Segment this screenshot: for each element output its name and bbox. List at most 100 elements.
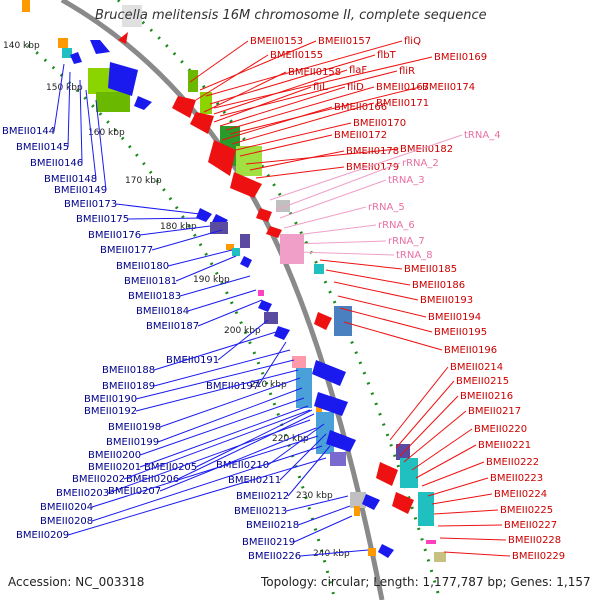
forward-label-connector	[297, 505, 351, 526]
reverse-gene-label: BMEII0169	[434, 52, 487, 63]
forward-gene-label: BMEII0202	[72, 474, 125, 485]
forward-gene-label: BMEII0149	[54, 185, 107, 196]
reverse-label-connector	[213, 86, 312, 123]
reverse-label-connector	[255, 166, 345, 179]
forward-gene-label: BMEII0145	[16, 142, 69, 153]
reverse-label-connector	[333, 281, 419, 301]
reverse-label-connector	[249, 150, 345, 171]
rna-gene-label: tRNA_3	[388, 175, 425, 186]
forward-label-layer: BMEII0144BMEII0145BMEII0146BMEII0148BMEI…	[2, 63, 369, 562]
genome-stats-text: Topology: circular; Length: 1,177,787 bp…	[261, 575, 591, 589]
forward-label-connector	[91, 445, 323, 522]
reverse-label-connector	[231, 102, 375, 145]
reverse-label-connector	[189, 40, 249, 83]
kbp-marker-label: 180 kbp	[160, 222, 197, 232]
feature-block	[434, 552, 446, 562]
kbp-marker-label: 220 kbp	[272, 434, 309, 444]
forward-gene-arrow	[134, 96, 152, 110]
kbp-marker-label: 200 kbp	[224, 326, 261, 336]
feature-block	[122, 5, 142, 27]
forward-gene-label: BMEII0191	[166, 355, 219, 366]
feature-block	[368, 548, 376, 556]
kbp-marker-label: 190 kbp	[193, 275, 230, 285]
feature-block	[200, 92, 212, 114]
forward-gene-label: BMEII0208	[40, 516, 93, 527]
reverse-gene-label: fliQ	[404, 36, 421, 47]
forward-label-connector	[139, 225, 211, 236]
reverse-gene-label: BMEII0186	[412, 280, 465, 291]
forward-label-connector	[299, 549, 369, 557]
reverse-label-connector	[219, 70, 398, 117]
kbp-marker-label: 210 kbp	[250, 380, 287, 390]
feature-block	[188, 70, 198, 92]
forward-label-connector	[195, 409, 313, 468]
reverse-gene-label: BMEII0174	[422, 82, 475, 93]
feature-block	[22, 0, 30, 12]
forward-label-connector	[267, 423, 325, 466]
forward-gene-arrow	[314, 392, 348, 416]
rna-gene-label: rRNA_2	[402, 158, 439, 169]
rna-gene-label: rRNA_5	[368, 202, 405, 213]
inner-tick-track	[27, 43, 337, 601]
forward-gene-label: BMEII0199	[106, 437, 159, 448]
reverse-gene-label: BMEII0193	[420, 295, 473, 306]
kbp-marker-label: 170 kbp	[125, 176, 162, 186]
kbp-marker-label: 140 kbp	[3, 41, 40, 51]
reverse-label-connector	[411, 428, 473, 471]
accession-text: Accession: NC_003318	[8, 575, 145, 589]
reverse-gene-label: BMEII0222	[486, 457, 539, 468]
feature-block	[232, 248, 240, 256]
reverse-gene-label: BMEII0217	[468, 406, 521, 417]
forward-gene-arrow	[326, 430, 356, 452]
forward-label-connector	[159, 427, 317, 492]
map-title: Brucella melitensis 16M chromosome II, c…	[95, 8, 487, 23]
feature-block	[258, 290, 264, 296]
reverse-gene-arrow	[392, 492, 414, 514]
kbp-marker-label: 160 kbp	[88, 128, 125, 138]
reverse-label-connector	[203, 71, 287, 113]
feature-block	[396, 444, 410, 460]
forward-gene-label: BMEII0226	[248, 551, 301, 562]
reverse-gene-label: BMEII0216	[460, 391, 513, 402]
forward-gene-label: BMEII0198	[108, 422, 161, 433]
forward-label-connector	[139, 397, 305, 456]
forward-label-connector	[123, 409, 311, 480]
reverse-gene-arrow	[190, 112, 214, 134]
forward-gene-label: BMEII0218	[246, 520, 299, 531]
reverse-label-connector	[433, 509, 499, 515]
reverse-gene-label: BMEII0223	[490, 473, 543, 484]
forward-label-connector	[159, 377, 301, 428]
forward-gene-label: BMEII0204	[40, 502, 93, 513]
reverse-gene-blocks	[172, 70, 446, 562]
forward-label-connector	[135, 369, 299, 412]
reverse-label-connector	[235, 122, 352, 151]
reverse-label-connector	[415, 444, 477, 479]
forward-label-connector	[157, 387, 303, 443]
reverse-gene-arrow	[230, 172, 262, 198]
forward-gene-label: BMEII0207	[108, 486, 161, 497]
forward-label-connector	[85, 89, 97, 180]
forward-gene-label: BMEII0212	[236, 491, 289, 502]
reverse-gene-label: BMEII0185	[404, 264, 457, 275]
reverse-gene-label: BMEII0227	[504, 520, 557, 531]
forward-gene-label: BMEII0200	[88, 450, 141, 461]
reverse-gene-label: BMEII0167	[376, 82, 429, 93]
forward-gene-label: BMEII0209	[16, 530, 69, 541]
forward-label-connector	[79, 79, 83, 164]
reverse-gene-arrow	[208, 140, 236, 176]
reverse-gene-label: BMEII0196	[444, 345, 497, 356]
forward-gene-arrow	[258, 300, 272, 312]
rna-label-connector	[287, 224, 377, 237]
forward-label-connector	[67, 457, 327, 536]
feature-block	[62, 48, 72, 58]
reverse-label-connector	[205, 40, 403, 97]
forward-label-connector	[293, 515, 353, 543]
feature-block	[418, 492, 434, 526]
forward-gene-label: BMEII0190	[84, 394, 137, 405]
reverse-label-connector	[229, 86, 421, 135]
reverse-gene-label: fliR	[399, 66, 415, 77]
reverse-label-connector	[343, 321, 443, 351]
rna-label-connector	[279, 179, 387, 219]
